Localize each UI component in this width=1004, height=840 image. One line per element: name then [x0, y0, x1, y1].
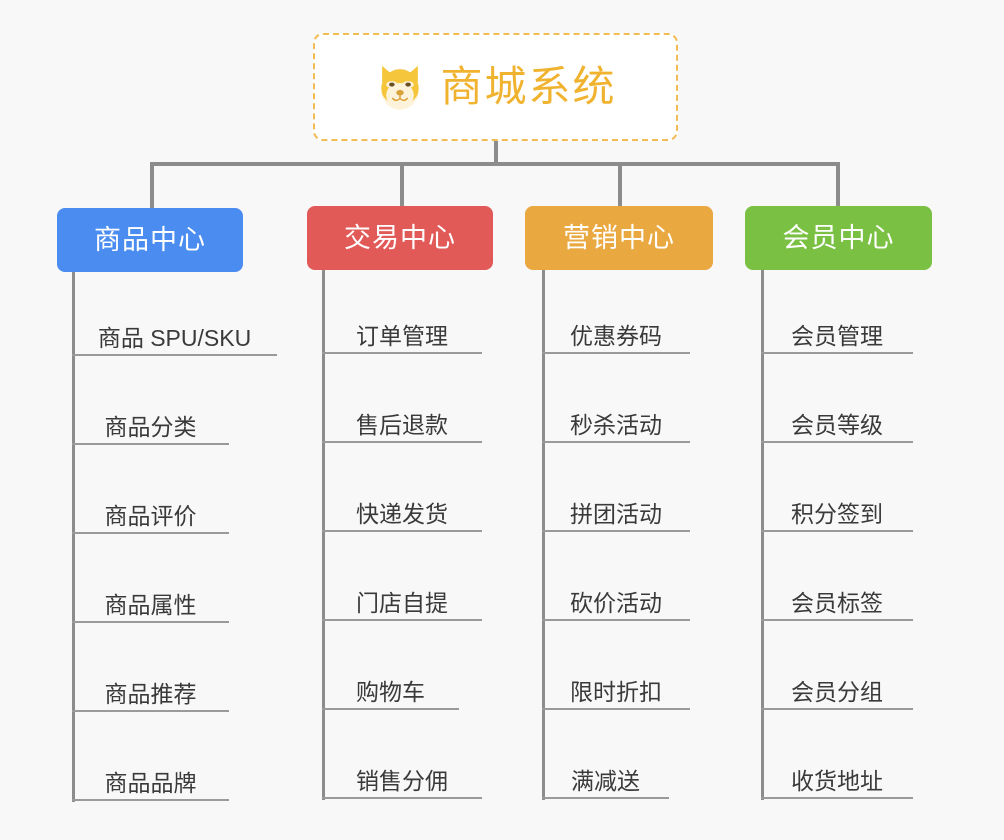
- leaf-label: 满减送: [571, 767, 640, 794]
- branch-label: 营销中心: [563, 222, 675, 253]
- branch-spine-4: [761, 270, 764, 800]
- leaf-label: 商品 SPU/SKU: [97, 324, 252, 351]
- leaf-item[interactable]: 商品评价: [72, 488, 229, 534]
- leaf-label: 砍价活动: [570, 589, 662, 616]
- leaf-item[interactable]: 会员等级: [761, 397, 913, 443]
- leaf-item[interactable]: 会员标签: [761, 575, 913, 621]
- connector-drop-3: [618, 162, 622, 210]
- leaf-label: 订单管理: [356, 322, 448, 349]
- leaf-item[interactable]: 收货地址: [761, 753, 913, 799]
- leaf-item[interactable]: 限时折扣: [542, 664, 690, 710]
- leaf-item[interactable]: 商品分类: [72, 399, 229, 445]
- leaf-label: 积分签到: [791, 500, 883, 527]
- leaf-item[interactable]: 订单管理: [322, 308, 482, 354]
- leaf-item[interactable]: 门店自提: [322, 575, 482, 621]
- leaf-label: 会员标签: [791, 589, 883, 616]
- leaf-item[interactable]: 商品推荐: [72, 666, 229, 712]
- leaf-item[interactable]: 秒杀活动: [542, 397, 690, 443]
- leaf-item[interactable]: 商品品牌: [72, 755, 229, 801]
- leaf-label: 商品评价: [104, 502, 197, 529]
- branch-label: 会员中心: [782, 222, 895, 253]
- leaf-label: 会员管理: [791, 322, 883, 349]
- leaf-label: 优惠券码: [570, 322, 662, 349]
- leaf-item[interactable]: 售后退款: [322, 397, 482, 443]
- connector-drop-2: [400, 162, 404, 210]
- branch-spine-1: [72, 272, 75, 802]
- leaf-item[interactable]: 会员分组: [761, 664, 913, 710]
- leaf-label: 拼团活动: [570, 500, 662, 527]
- leaf-item[interactable]: 商品 SPU/SKU: [72, 310, 277, 356]
- branch-label: 交易中心: [344, 222, 456, 253]
- leaf-label: 购物车: [356, 678, 425, 705]
- branch-box-会员中心[interactable]: 会员中心: [745, 206, 932, 270]
- root-node[interactable]: 商城系统: [313, 33, 678, 141]
- leaf-label: 限时折扣: [570, 678, 662, 705]
- root-label: 商城系统: [440, 63, 617, 110]
- leaf-item[interactable]: 会员管理: [761, 308, 913, 354]
- leaf-item[interactable]: 拼团活动: [542, 486, 690, 532]
- leaf-item[interactable]: 满减送: [542, 753, 669, 799]
- leaf-label: 商品分类: [104, 413, 197, 440]
- branch-box-商品中心[interactable]: 商品中心: [57, 208, 243, 272]
- connector-root-stub: [494, 141, 498, 164]
- shiba-dog-face-icon: [381, 65, 420, 110]
- branch-spine-2: [322, 270, 325, 800]
- leaf-item[interactable]: 商品属性: [72, 577, 229, 623]
- leaf-label: 商品品牌: [104, 769, 197, 796]
- leaf-label: 商品属性: [104, 591, 197, 618]
- leaf-label: 会员等级: [791, 411, 883, 438]
- leaf-label: 会员分组: [791, 678, 883, 705]
- leaf-item[interactable]: 购物车: [322, 664, 459, 710]
- branch-label: 商品中心: [94, 224, 206, 255]
- leaf-item[interactable]: 优惠券码: [542, 308, 690, 354]
- leaf-label: 售后退款: [356, 411, 448, 438]
- connector-horizontal-bus: [150, 162, 840, 166]
- leaf-item[interactable]: 快递发货: [322, 486, 482, 532]
- leaf-label: 收货地址: [791, 767, 883, 794]
- leaf-item[interactable]: 销售分佣: [322, 753, 482, 799]
- branch-box-营销中心[interactable]: 营销中心: [525, 206, 713, 270]
- leaf-label: 秒杀活动: [570, 411, 662, 438]
- leaf-label: 门店自提: [356, 589, 448, 616]
- leaf-item[interactable]: 积分签到: [761, 486, 913, 532]
- leaf-label: 商品推荐: [104, 680, 197, 707]
- connector-drop-1: [150, 162, 154, 210]
- leaf-label: 快递发货: [356, 500, 448, 527]
- leaf-label: 销售分佣: [356, 767, 448, 794]
- connector-drop-4: [836, 162, 840, 210]
- branch-box-交易中心[interactable]: 交易中心: [307, 206, 493, 270]
- leaf-item[interactable]: 砍价活动: [542, 575, 690, 621]
- branch-spine-3: [542, 270, 545, 800]
